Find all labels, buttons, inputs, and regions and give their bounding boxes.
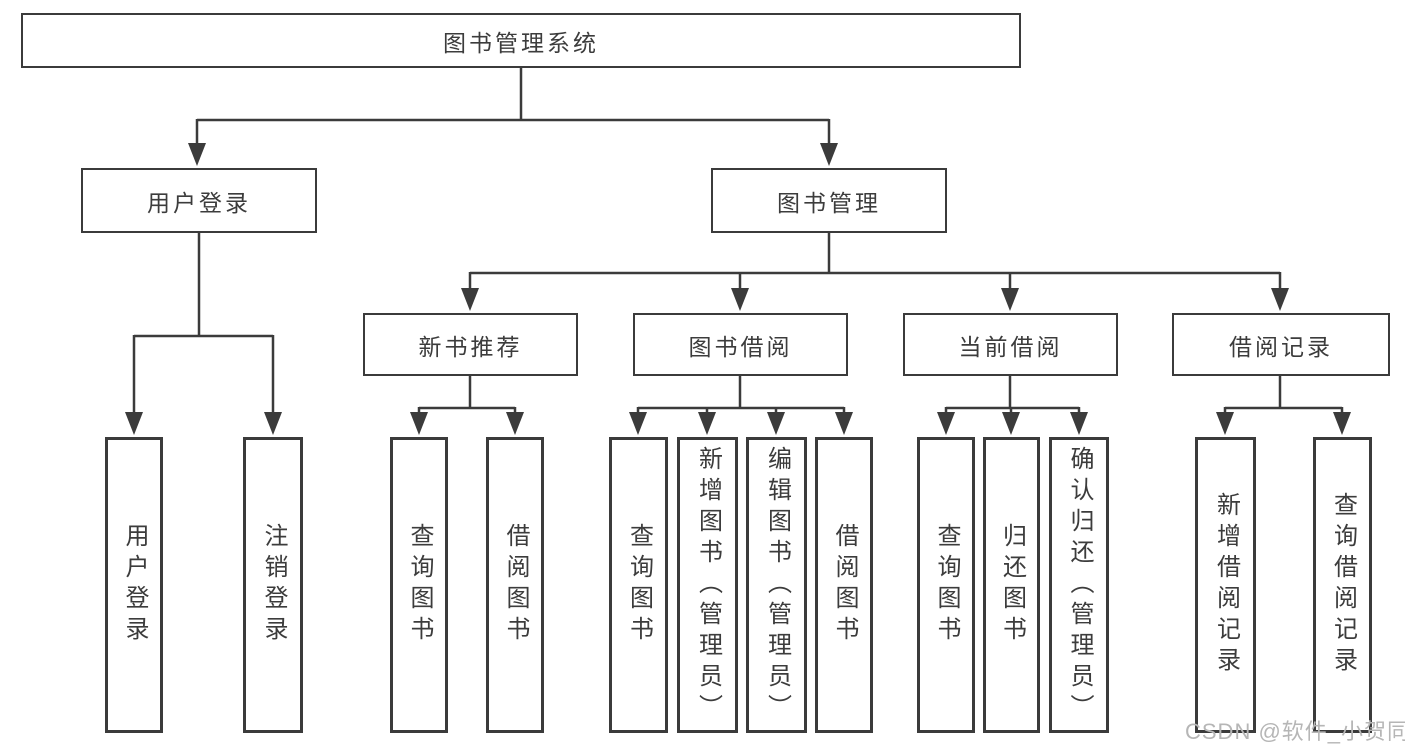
node-leaf-return-book: 归还图书: [983, 437, 1040, 733]
node-leaf-edit-book-admin: 编辑图书（管理员）: [746, 437, 807, 733]
node-root-label: 图书管理系统: [443, 29, 599, 56]
node-leaf-logout: 注销登录: [243, 437, 303, 733]
node-leaf-logout-label: 注销登录: [260, 523, 287, 647]
node-leaf-query-borrow-record-label: 查询借阅记录: [1329, 492, 1357, 678]
node-borrowing-records: 借阅记录: [1172, 313, 1390, 376]
node-leaf-borrow-books-recommend: 借阅图书: [486, 437, 544, 733]
node-book-management: 图书管理: [711, 168, 947, 233]
node-leaf-add-book-admin-label: 新增图书（管理员）: [694, 445, 722, 725]
node-leaf-add-borrow-record: 新增借阅记录: [1195, 437, 1256, 733]
node-leaf-edit-book-admin-label: 编辑图书（管理员）: [763, 445, 791, 725]
csdn-watermark: CSDN @软件_小贺同学: [1185, 719, 1405, 744]
node-leaf-user-login-label: 用户登录: [121, 523, 148, 647]
node-current-borrowing: 当前借阅: [903, 313, 1118, 376]
node-leaf-query-borrow-record: 查询借阅记录: [1313, 437, 1372, 733]
node-leaf-add-book-admin: 新增图书（管理员）: [677, 437, 738, 733]
node-leaf-query-books-borrow: 查询图书: [609, 437, 668, 733]
node-leaf-query-books-current: 查询图书: [917, 437, 975, 733]
node-leaf-user-login: 用户登录: [105, 437, 163, 733]
node-user-login-label: 用户登录: [147, 189, 251, 216]
node-new-book-recommend-label: 新书推荐: [418, 333, 523, 360]
node-root: 图书管理系统: [21, 13, 1021, 68]
node-user-login: 用户登录: [81, 168, 317, 233]
node-leaf-query-books-borrow-label: 查询图书: [625, 523, 653, 647]
node-book-borrowing-label: 图书借阅: [688, 333, 793, 360]
node-leaf-return-book-label: 归还图书: [998, 523, 1026, 647]
node-leaf-query-books-recommend-label: 查询图书: [406, 523, 433, 647]
node-leaf-borrow-books-recommend-label: 借阅图书: [502, 523, 529, 647]
node-leaf-query-books-current-label: 查询图书: [933, 523, 960, 647]
node-book-management-label: 图书管理: [777, 189, 881, 216]
node-current-borrowing-label: 当前借阅: [958, 333, 1063, 360]
node-leaf-confirm-return-admin: 确认归还（管理员）: [1049, 437, 1109, 733]
node-leaf-query-books-recommend: 查询图书: [390, 437, 448, 733]
node-leaf-add-borrow-record-label: 新增借阅记录: [1212, 492, 1240, 678]
node-new-book-recommend: 新书推荐: [363, 313, 578, 376]
node-leaf-borrow-books-label: 借阅图书: [831, 523, 858, 647]
node-book-borrowing: 图书借阅: [633, 313, 848, 376]
node-leaf-confirm-return-admin-label: 确认归还（管理员）: [1066, 445, 1093, 725]
node-borrowing-records-label: 借阅记录: [1229, 333, 1333, 360]
node-leaf-borrow-books: 借阅图书: [815, 437, 873, 733]
